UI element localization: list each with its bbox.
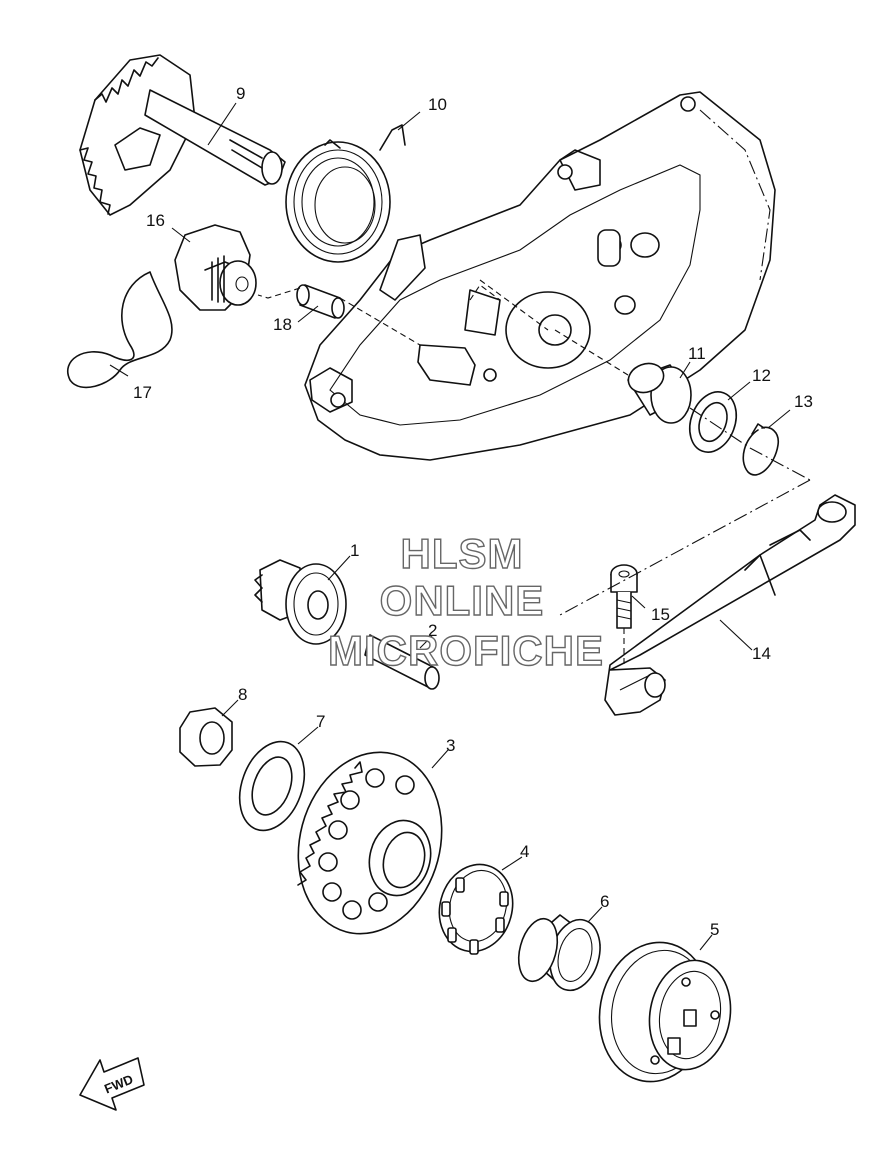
- clutch-housing: [598, 941, 732, 1083]
- bolt: [610, 564, 638, 629]
- callouts: 1 2 3 4 5 6 7 8 9 10 11 12 13 14 15 16 1…: [133, 84, 813, 939]
- collar: [627, 362, 692, 424]
- torsion-spring: [285, 124, 406, 263]
- watermark-line-3: MICROFICHE: [328, 627, 604, 674]
- callout-1: 1: [350, 541, 359, 560]
- callout-13: 13: [794, 392, 813, 411]
- assembly-lines: [257, 279, 811, 665]
- nut: [179, 707, 233, 767]
- callout-2: 2: [428, 621, 437, 640]
- callout-10: 10: [428, 95, 447, 114]
- callout-15: 15: [651, 605, 670, 624]
- watermark-line-2: ONLINE: [380, 577, 545, 624]
- callout-7: 7: [316, 712, 325, 731]
- callout-18: 18: [273, 315, 292, 334]
- callout-6: 6: [600, 892, 609, 911]
- idler-shaft: [364, 634, 440, 690]
- leader-lines: [109, 102, 791, 951]
- watermark-line-1: HLSM: [401, 530, 524, 577]
- kick-shaft: [79, 54, 286, 216]
- callout-16: 16: [146, 211, 165, 230]
- bushing: [517, 914, 601, 992]
- callout-8: 8: [238, 685, 247, 704]
- washer-12: [688, 391, 738, 453]
- dowel-pin: [296, 284, 345, 319]
- spring-clip: [67, 271, 173, 389]
- one-way-clutch: [438, 863, 514, 955]
- callout-12: 12: [752, 366, 771, 385]
- washer-7: [238, 740, 306, 832]
- callout-3: 3: [446, 736, 455, 755]
- callout-4: 4: [520, 842, 529, 861]
- ratchet-gear: [174, 224, 257, 311]
- callout-9: 9: [236, 84, 245, 103]
- callout-5: 5: [710, 920, 719, 939]
- callout-14: 14: [752, 644, 771, 663]
- starter-wheel-gear: [297, 751, 443, 935]
- watermark: HLSM ONLINE MICROFICHE: [327, 529, 604, 674]
- callout-17: 17: [133, 383, 152, 402]
- kick-crank: [604, 494, 856, 716]
- idler-gear: [254, 559, 347, 645]
- forward-arrow-badge: FWD: [79, 1057, 145, 1111]
- circlip: [742, 423, 780, 476]
- callout-11: 11: [688, 344, 706, 363]
